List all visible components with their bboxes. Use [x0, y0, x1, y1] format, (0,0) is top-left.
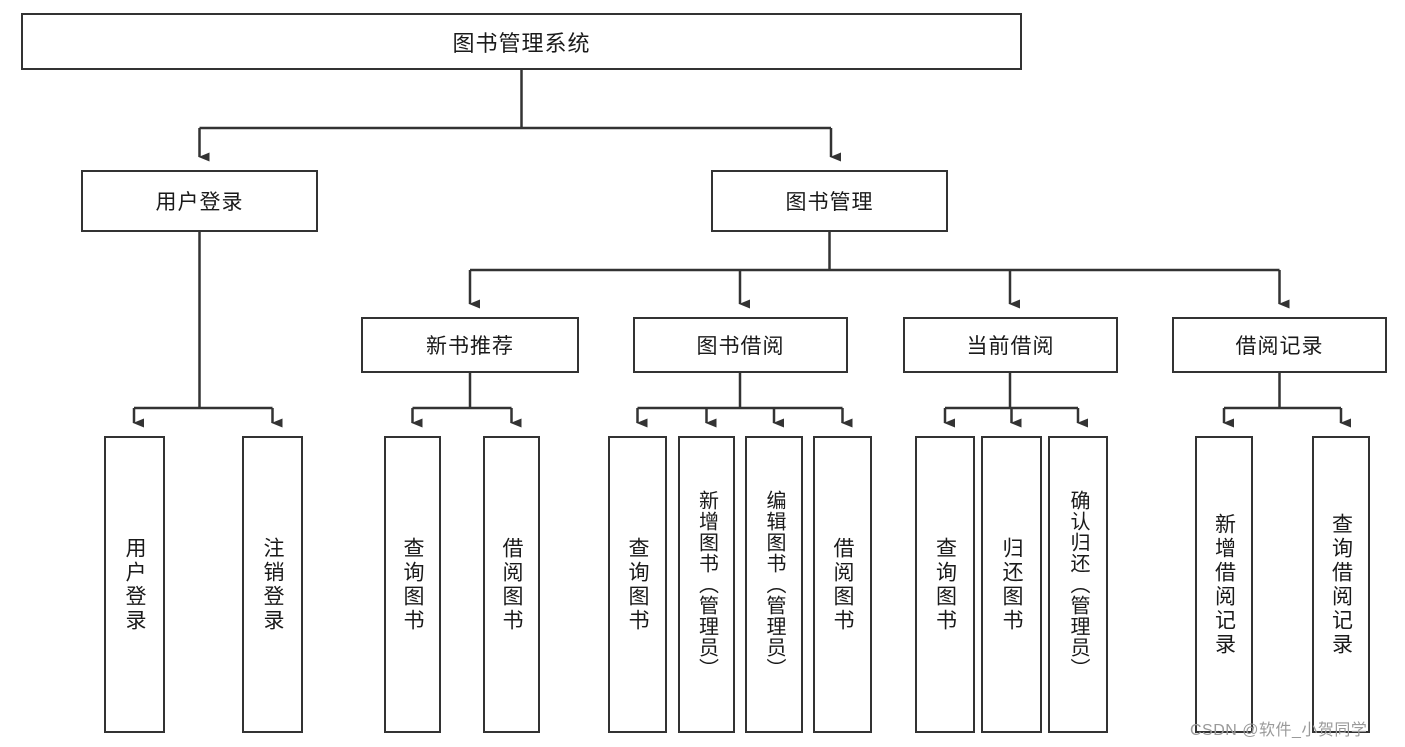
node-leaf-label: 归还图书	[1000, 536, 1023, 633]
node-current-borrow[interactable]: 当前借阅	[903, 317, 1118, 373]
node-book-manage-label: 图书管理	[785, 191, 874, 214]
node-new-book-recommend[interactable]: 新书推荐	[361, 317, 579, 373]
edge-borrow-record-to-leaves	[1222, 373, 1351, 428]
node-leaf-label: 确认归还（管理员）	[1067, 490, 1089, 679]
csdn-watermark: CSDN @软件_小贺同学	[1190, 722, 1368, 739]
node-leaf-return-book[interactable]: 归还图书	[981, 436, 1042, 733]
edge-current-borrow-to-leaves	[943, 373, 1088, 428]
node-current-borrow-label: 当前借阅	[966, 335, 1055, 358]
node-book-borrow[interactable]: 图书借阅	[633, 317, 848, 373]
node-leaf-label: 查询图书	[933, 536, 957, 633]
node-leaf-query-book-1[interactable]: 查询图书	[384, 436, 441, 733]
edge-root-to-level2	[198, 70, 841, 162]
node-root-label: 图书管理系统	[452, 30, 591, 56]
node-leaf-borrow-book-1[interactable]: 借阅图书	[483, 436, 540, 733]
node-leaf-label: 新增借阅记录	[1212, 512, 1236, 657]
node-leaf-add-book[interactable]: 新增图书（管理员）	[678, 436, 735, 733]
node-leaf-label: 注销登录	[261, 536, 284, 633]
node-new-book-recommend-label: 新书推荐	[426, 335, 514, 358]
node-borrow-record-label: 借阅记录	[1235, 335, 1324, 358]
node-root-system[interactable]: 图书管理系统	[21, 13, 1022, 70]
node-leaf-label: 用户登录	[123, 536, 146, 633]
node-leaf-query-book-3[interactable]: 查询图书	[915, 436, 975, 733]
node-leaf-edit-book[interactable]: 编辑图书（管理员）	[745, 436, 803, 733]
node-borrow-record[interactable]: 借阅记录	[1172, 317, 1387, 373]
node-leaf-label: 查询图书	[626, 536, 649, 633]
node-leaf-label: 新增图书（管理员）	[695, 490, 718, 679]
node-leaf-label: 借阅图书	[500, 536, 523, 633]
edge-book-borrow-to-leaves	[636, 373, 853, 428]
node-user-login[interactable]: 用户登录	[81, 170, 318, 232]
edge-book-manage-to-level3	[468, 232, 1290, 309]
edge-user-login-to-leaves	[132, 232, 283, 428]
node-leaf-add-record[interactable]: 新增借阅记录	[1195, 436, 1253, 733]
node-leaf-query-book-2[interactable]: 查询图书	[608, 436, 667, 733]
node-leaf-user-login[interactable]: 用户登录	[104, 436, 165, 733]
edge-new-book-recommend-to-leaves	[411, 373, 522, 428]
node-leaf-label: 编辑图书（管理员）	[763, 490, 785, 679]
node-leaf-borrow-book-2[interactable]: 借阅图书	[813, 436, 872, 733]
node-leaf-confirm-return[interactable]: 确认归还（管理员）	[1048, 436, 1108, 733]
node-leaf-query-record[interactable]: 查询借阅记录	[1312, 436, 1370, 733]
node-book-borrow-label: 图书借阅	[696, 335, 785, 358]
node-book-manage[interactable]: 图书管理	[711, 170, 948, 232]
node-leaf-user-logout[interactable]: 注销登录	[242, 436, 303, 733]
node-user-login-label: 用户登录	[155, 191, 244, 214]
node-leaf-label: 查询借阅记录	[1329, 512, 1353, 657]
node-leaf-label: 查询图书	[401, 536, 424, 633]
node-leaf-label: 借阅图书	[831, 536, 854, 633]
